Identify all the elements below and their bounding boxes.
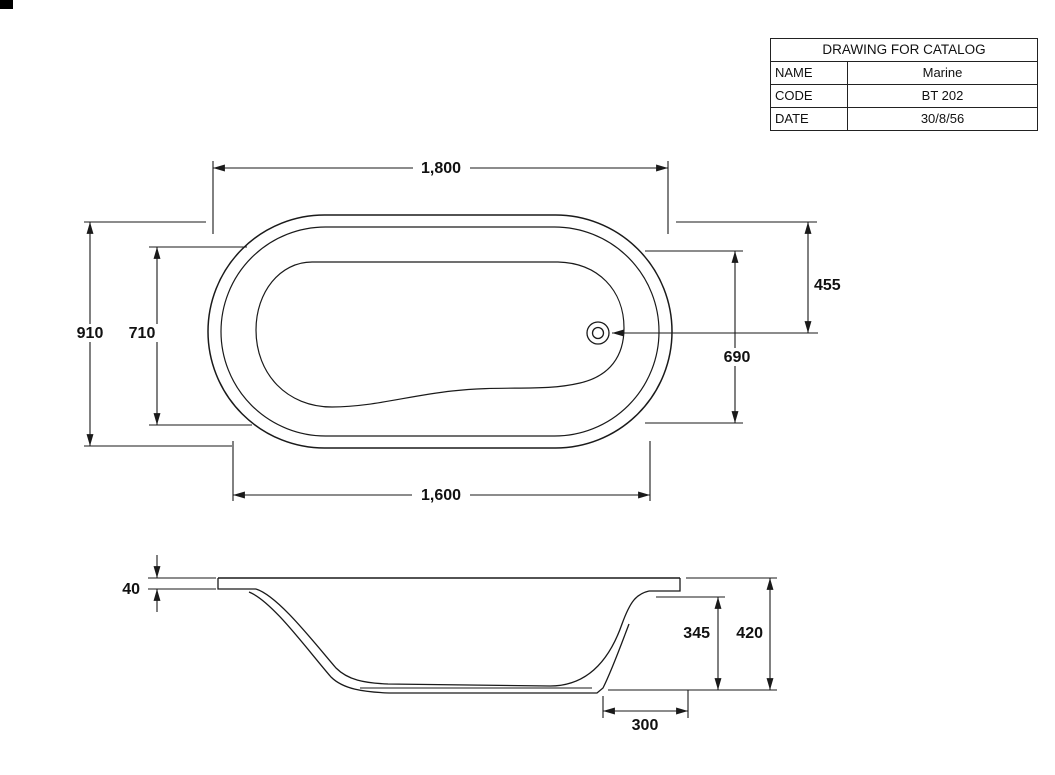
tub-outer-rim: [207, 214, 673, 449]
scan-artifact: [0, 0, 13, 9]
title-block: DRAWING FOR CATALOG NAME Marine CODE BT …: [770, 38, 1038, 131]
dim-inner-width-label: 710: [129, 325, 156, 342]
top-view-dimension-lines: [84, 161, 818, 501]
dim-rim-thickness-label: 40: [122, 581, 140, 598]
title-block-label-date: DATE: [770, 107, 848, 131]
shell-outer-profile: [248, 591, 630, 694]
drain-inner-circle: [591, 326, 605, 340]
title-block-row-name: NAME Marine: [770, 61, 1038, 85]
title-block-title: DRAWING FOR CATALOG: [770, 38, 1038, 62]
top-view: [207, 214, 673, 449]
dim-inner-length-label: 1,600: [421, 487, 461, 504]
dim-1600-label-bg: [412, 485, 470, 504]
title-block-value-code: BT 202: [847, 84, 1038, 108]
left-rim-edge: [217, 578, 256, 590]
side-view-dimension-lines: [148, 555, 777, 718]
dim-overall-length-label: 1,800: [421, 160, 461, 177]
dim-inner-depth-label: 345: [683, 625, 710, 642]
dim-rim-to-drain-label: 455: [814, 277, 841, 294]
title-block-label-name: NAME: [770, 61, 848, 85]
dim-end-overhang-label: 300: [632, 717, 659, 734]
bowl-inner-profile: [255, 588, 650, 687]
title-block-value-date: 30/8/56: [847, 107, 1038, 131]
dim-710-label-bg: [124, 324, 160, 342]
title-block-value-name: Marine: [847, 61, 1038, 85]
side-view: [217, 577, 681, 694]
tub-inner-rim: [220, 226, 660, 437]
dimension-label-backgrounds: [72, 158, 756, 504]
dim-910-label-bg: [72, 324, 108, 342]
dim-1800-label-bg: [413, 158, 470, 177]
title-block-row-date: DATE 30/8/56: [770, 107, 1038, 131]
dim-overall-height-label: 420: [736, 625, 763, 642]
right-rim-edge: [649, 578, 681, 592]
dim-drain-span-label: 690: [724, 349, 751, 366]
tub-basin-contour: [255, 261, 625, 408]
dim-overall-width-label: 910: [77, 325, 104, 342]
title-block-header-row: DRAWING FOR CATALOG: [770, 38, 1038, 62]
dim-690-label-bg: [718, 348, 756, 366]
dimension-labels: 1,800 910 710 455 690 1,600 40 420 345 3…: [77, 160, 841, 734]
